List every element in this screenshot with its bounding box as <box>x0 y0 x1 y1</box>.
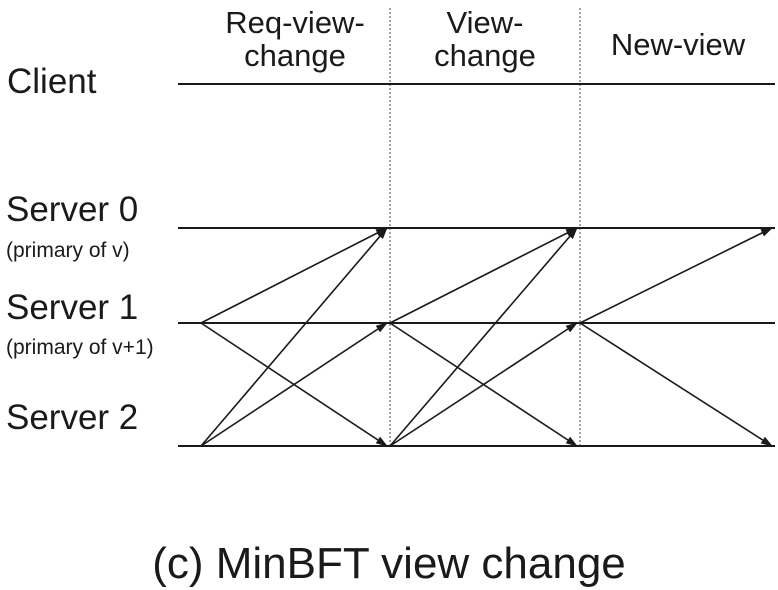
phase-label-view-change: View- change <box>390 6 580 72</box>
message-arrow <box>389 322 578 447</box>
phase-label-line: change <box>244 38 346 73</box>
message-arrow <box>389 227 578 324</box>
server1-note: (primary of v+1) <box>6 336 154 359</box>
message-arrows <box>200 227 773 447</box>
message-arrow <box>200 322 388 447</box>
message-arrow <box>389 227 578 447</box>
phase-label-line: Req-view- <box>225 5 365 40</box>
phase-label-line: change <box>434 38 536 73</box>
phase-label-line: View- <box>446 5 524 40</box>
server0-note: (primary of v) <box>6 239 130 262</box>
server0-label: Server 0 <box>6 190 139 229</box>
phase-label-line: New-view <box>610 27 746 62</box>
message-arrow <box>200 227 388 324</box>
server2-label: Server 2 <box>6 398 139 437</box>
message-arrow <box>200 227 388 447</box>
figure-caption: (c) MinBFT view change <box>152 539 626 588</box>
phase-label-new-view: New-view <box>580 28 776 61</box>
message-arrow <box>579 322 773 447</box>
message-arrow <box>579 227 773 324</box>
phase-label-req-view-change: Req-view- change <box>200 6 390 72</box>
client-label: Client <box>7 62 97 101</box>
server1-label: Server 1 <box>6 288 139 327</box>
